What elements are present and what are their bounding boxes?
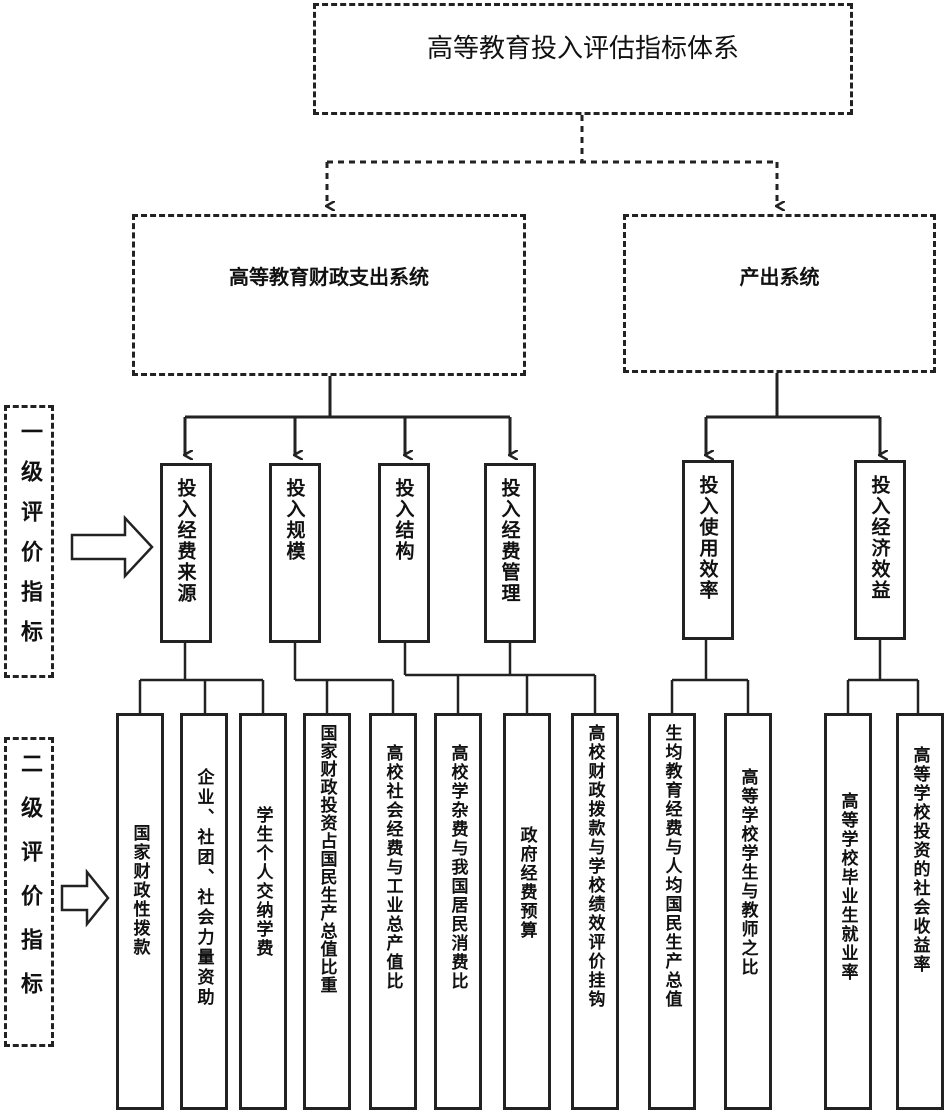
level2-node: 生均教育经费与人均国民生产总值 [648, 713, 696, 1110]
level2-node: 学生个人交纳学费 [239, 713, 287, 1110]
level1-label: 投入规模 [283, 478, 306, 562]
level1-node-usage-efficiency: 投入使用效率 [682, 460, 734, 640]
level2-label: 高校学杂费与我国居民消费比 [447, 744, 468, 991]
output-system-node: 产出系统 [623, 214, 936, 373]
expenditure-system-node: 高等教育财政支出系统 [132, 214, 526, 376]
level1-node-economic-benefit: 投入经济效益 [854, 460, 906, 640]
level2-label: 高校社会经费与工业总产值比 [382, 744, 403, 991]
output-system-title: 产出系统 [739, 265, 820, 289]
level2-label: 生均教育经费与人均国民生产总值 [661, 724, 682, 1009]
level2-label: 政府经费预算 [516, 826, 537, 940]
expenditure-connector [185, 376, 510, 455]
level1-label: 投入经费管理 [498, 478, 521, 604]
level2-label: 高校财政拨款与学校绩效评价挂钩 [584, 724, 605, 1009]
level1-label: 投入经费来源 [174, 478, 197, 604]
level2-node: 政府经费预算 [503, 713, 551, 1110]
level2-side-label-text: 二级评价指标 [17, 752, 42, 1016]
level1-node-fund-management: 投入经费管理 [484, 463, 536, 643]
level1-label: 投入结构 [392, 478, 415, 562]
root-node: 高等教育投入评估指标体系 [313, 3, 853, 115]
level2-label: 企业、社团、社会力量资助 [193, 768, 214, 1008]
level2-hollow-arrow [60, 868, 110, 928]
level2-label: 国家财政投资占国民生产总值比重 [316, 724, 337, 994]
level2-node: 高校财政拨款与学校绩效评价挂钩 [571, 713, 619, 1110]
level2-label: 学生个人交纳学费 [252, 806, 273, 958]
root-title: 高等教育投入评估指标体系 [426, 34, 739, 64]
level1-label: 投入使用效率 [696, 475, 719, 601]
level2-side-label: 二级评价指标 [4, 737, 54, 1047]
level1-side-label: 一级评价指标 [4, 405, 54, 678]
level1-node-structure: 投入结构 [378, 463, 430, 643]
level2-node: 国家财政投资占国民生产总值比重 [303, 713, 351, 1110]
level2-node: 企业、社团、社会力量资助 [180, 713, 228, 1110]
level1-node-funding-source: 投入经费来源 [160, 463, 212, 643]
level2-node: 高等学校投资的社会收益率 [896, 713, 944, 1110]
level1-hollow-arrow [70, 514, 154, 580]
level2-node: 高校学杂费与我国居民消费比 [434, 713, 482, 1110]
level1-label: 投入经济效益 [868, 475, 891, 601]
output-connector [706, 373, 880, 455]
level1-node-scale: 投入规模 [269, 463, 321, 643]
level1-side-label-text: 一级评价指标 [17, 420, 42, 660]
level2-label: 高等学校学生与教师之比 [737, 768, 758, 977]
level2-label: 国家财政性拨款 [129, 824, 150, 957]
level2-node: 国家财政性拨款 [116, 713, 164, 1110]
root-connector [327, 115, 777, 206]
level2-connectors [138, 640, 920, 713]
expenditure-system-title: 高等教育财政支出系统 [229, 265, 429, 289]
level2-node: 高等学校毕业生就业率 [824, 713, 872, 1110]
level2-label: 高等学校毕业生就业率 [837, 792, 858, 982]
level2-label: 高等学校投资的社会收益率 [909, 746, 930, 974]
level2-node: 高等学校学生与教师之比 [724, 713, 772, 1110]
level2-node: 高校社会经费与工业总产值比 [369, 713, 417, 1110]
